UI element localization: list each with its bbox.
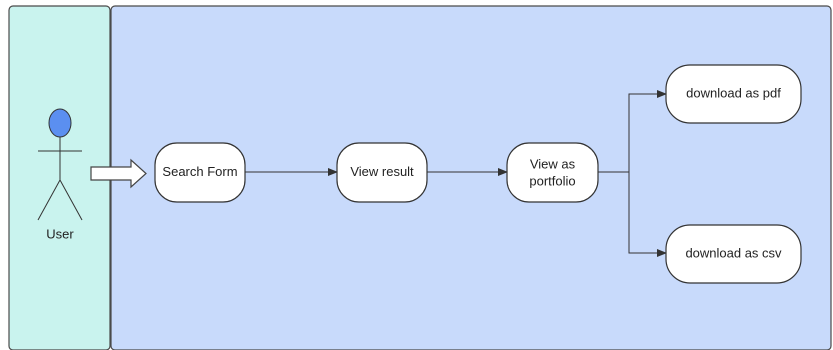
node-download-csv-label: download as csv (685, 245, 782, 260)
edge-to-download-csv (628, 172, 667, 257)
actor-left-leg (37, 179, 61, 221)
actor-head-icon (48, 108, 72, 138)
node-search-form-label: Search Form (162, 164, 237, 179)
node-view-result[interactable]: View result (336, 142, 428, 203)
node-view-result-label: View result (350, 164, 414, 179)
actor-label: User (46, 226, 74, 241)
node-view-as-portfolio[interactable]: View as portfolio (506, 142, 599, 203)
node-search-form[interactable]: Search Form (154, 142, 246, 203)
node-download-csv[interactable]: download as csv (665, 224, 802, 284)
node-download-pdf[interactable]: download as pdf (665, 64, 802, 124)
user-actor: User (37, 108, 83, 241)
actor-right-leg (59, 179, 83, 221)
node-view-as-portfolio-label-line2: portfolio (529, 173, 575, 188)
node-download-pdf-label: download as pdf (686, 85, 781, 100)
hollow-arrow (90, 158, 147, 189)
node-view-as-portfolio-label-line1: View as (530, 156, 576, 171)
edge-to-download-pdf (628, 90, 667, 172)
